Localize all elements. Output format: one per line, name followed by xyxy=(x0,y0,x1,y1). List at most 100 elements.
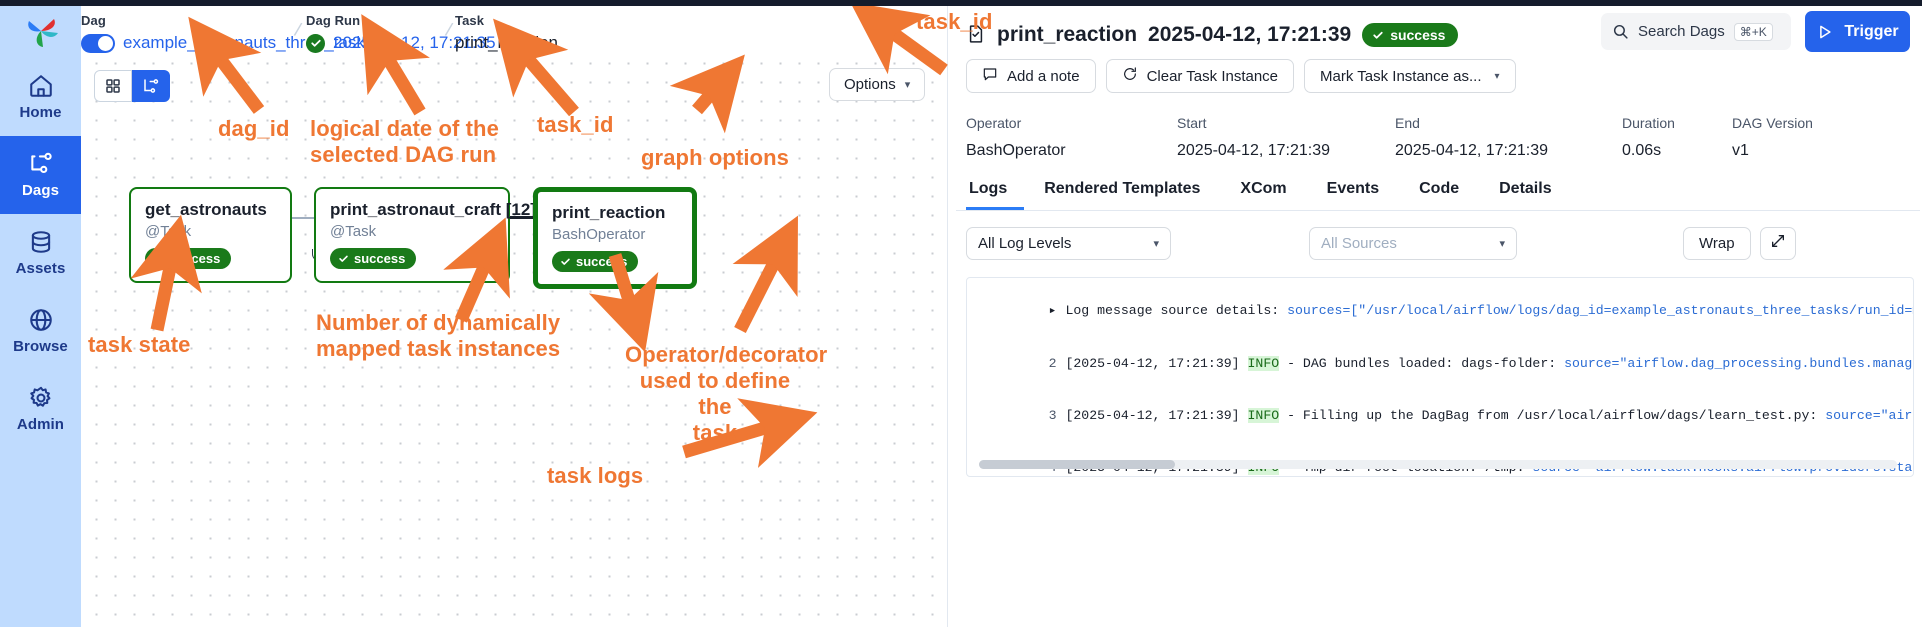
annotation-logical-date: logical date of the selected DAG run xyxy=(310,116,499,167)
mark-task-instance-as-button[interactable]: Mark Task Instance as... ▾ xyxy=(1304,59,1516,93)
grid-view-button[interactable] xyxy=(94,70,132,102)
search-dags-placeholder: Search Dags xyxy=(1638,23,1725,40)
dagrun-success-check-icon xyxy=(306,33,325,53)
chevron-down-icon: ▾ xyxy=(1153,238,1159,250)
home-icon xyxy=(28,73,54,99)
task-instance-doc-icon xyxy=(966,24,986,46)
tab-events[interactable]: Events xyxy=(1326,180,1380,197)
log-line: 3[2025-04-12, 17:21:39] INFO - Filling u… xyxy=(967,389,1913,441)
wrap-button[interactable]: Wrap xyxy=(1683,227,1751,260)
task-node-print-reaction[interactable]: print_reaction BashOperator success xyxy=(533,187,697,289)
clear-task-instance-label: Clear Task Instance xyxy=(1146,67,1279,85)
task-instance-task-id: print_reaction xyxy=(997,23,1138,46)
sidebar-item-admin[interactable]: Admin xyxy=(0,370,81,448)
log-level: INFO xyxy=(1247,355,1280,371)
tab-logs[interactable]: Logs xyxy=(966,180,1025,210)
meta-value-start: 2025-04-12, 17:21:39 xyxy=(1177,142,1331,159)
meta-value-operator: BashOperator xyxy=(966,142,1066,159)
breadcrumb-dag-label: Dag xyxy=(81,13,106,28)
meta-value-end: 2025-04-12, 17:21:39 xyxy=(1395,142,1549,159)
log-message: - DAG bundles loaded: dags-folder: xyxy=(1279,355,1565,371)
log-timestamp: [2025-04-12, 17:21:39] xyxy=(1065,355,1240,371)
add-note-button[interactable]: Add a note xyxy=(966,59,1096,93)
log-scrollbar-thumb[interactable] xyxy=(979,460,1175,469)
add-note-label: Add a note xyxy=(1007,67,1080,85)
meta-label-duration: Duration xyxy=(1622,115,1675,131)
task-node-print-astronaut-craft[interactable]: print_astronaut_craft [12] @Task success xyxy=(314,187,536,283)
globe-icon xyxy=(28,307,54,333)
annotation-operator-decorator: Operator/decorator used to define the ta… xyxy=(625,342,828,445)
task-instance-metadata: Operator Start End Duration DAG Version … xyxy=(956,115,1922,160)
task-instance-run-date: 2025-04-12, 17:21:39 xyxy=(1148,23,1352,46)
panel-divider xyxy=(947,6,948,627)
log-source-select[interactable]: All Sources ▾ xyxy=(1309,227,1517,260)
task-node-subtitle: @Task xyxy=(330,223,377,240)
note-icon xyxy=(982,66,998,86)
task-node-status-label: success xyxy=(576,254,628,269)
annotation-task-id-left: task_id xyxy=(537,112,614,137)
log-level-value: All Log Levels xyxy=(978,235,1072,252)
task-node-status-badge: success xyxy=(330,248,417,269)
chevron-down-icon: ▾ xyxy=(1499,238,1505,250)
graph-options-label: Options xyxy=(844,76,896,93)
expand-logs-button[interactable] xyxy=(1759,227,1796,260)
tab-details[interactable]: Details xyxy=(1499,180,1552,197)
sidebar-item-home[interactable]: Home xyxy=(0,58,81,136)
task-node-status-label: success xyxy=(354,251,406,266)
annotation-graph-options: graph options xyxy=(641,145,789,170)
log-source: source="airflow.models.dag xyxy=(1825,407,1913,423)
annotation-dag-id: dag_id xyxy=(218,116,290,141)
dag-graph-icon xyxy=(28,151,54,177)
trigger-button[interactable]: Trigger xyxy=(1805,11,1910,52)
airflow-pinwheel-logo[interactable] xyxy=(0,6,81,58)
tab-code[interactable]: Code xyxy=(1419,180,1460,197)
task-node-title: print_astronaut_craft [12] xyxy=(330,200,536,219)
clear-task-instance-button[interactable]: Clear Task Instance xyxy=(1105,59,1295,93)
log-horizontal-scrollbar[interactable] xyxy=(979,460,1897,469)
task-node-subtitle: @Task xyxy=(145,223,192,240)
edge-1 xyxy=(292,217,314,219)
sidebar: Home Dags Assets Browse xyxy=(0,0,81,627)
meta-label-start: Start xyxy=(1177,115,1207,131)
dag-pause-toggle[interactable] xyxy=(81,33,115,53)
task-node-status-label: success xyxy=(169,251,221,266)
log-message: Log message source details: xyxy=(1065,303,1288,319)
log-expand-caret-icon[interactable]: ▸ xyxy=(1048,303,1057,319)
sidebar-item-home-label: Home xyxy=(19,104,62,121)
graph-options-button[interactable]: Options ▾ xyxy=(829,68,926,101)
task-node-status-badge: success xyxy=(552,251,639,272)
database-icon xyxy=(28,229,54,255)
task-node-title: get_astronauts xyxy=(145,200,267,219)
trigger-label: Trigger xyxy=(1844,22,1899,40)
meta-value-duration: 0.06s xyxy=(1622,142,1662,159)
search-icon xyxy=(1612,23,1629,40)
log-controls: All Log Levels ▾ All Sources ▾ Wrap xyxy=(956,227,1922,260)
log-level-select[interactable]: All Log Levels ▾ xyxy=(966,227,1171,260)
task-instance-header: print_reaction 2025-04-12, 17:21:39 succ… xyxy=(956,23,1922,47)
annotation-task-state: task state xyxy=(88,332,191,357)
tab-rendered-templates[interactable]: Rendered Templates xyxy=(1044,180,1201,197)
sidebar-item-browse[interactable]: Browse xyxy=(0,292,81,370)
sidebar-item-assets[interactable]: Assets xyxy=(0,214,81,292)
search-shortcut-badge: ⌘+K xyxy=(1733,22,1773,41)
view-switch-group xyxy=(94,70,170,102)
gear-icon xyxy=(28,385,54,411)
log-line-number: 2 xyxy=(1048,355,1057,371)
chevron-down-icon: ▾ xyxy=(1494,70,1500,82)
sidebar-item-dags[interactable]: Dags xyxy=(0,136,81,214)
detail-tabs: Logs Rendered Templates XCom Events Code… xyxy=(956,180,1920,211)
meta-value-dag-version: v1 xyxy=(1732,142,1749,159)
log-line: 2 [2025-04-12, 17:21:39] INFO - DAG bundl… xyxy=(967,337,1913,389)
sidebar-item-admin-label: Admin xyxy=(16,416,65,433)
log-line: ▸Log message source details: sources=["/… xyxy=(967,285,1913,337)
tab-xcom[interactable]: XCom xyxy=(1240,180,1287,197)
sidebar-item-dags-label: Dags xyxy=(21,182,60,199)
meta-label-dag-version: DAG Version xyxy=(1732,115,1813,131)
log-output-panel[interactable]: ▸Log message source details: sources=["/… xyxy=(966,277,1914,477)
search-dags-input[interactable]: Search Dags ⌘+K xyxy=(1601,13,1791,50)
task-instance-actions: Add a note Clear Task Instance Mark Task… xyxy=(956,59,1922,93)
task-node-get-astronauts[interactable]: get_astronauts @Task success xyxy=(129,187,292,283)
log-source-value: All Sources xyxy=(1321,235,1397,252)
graph-view-button[interactable] xyxy=(132,70,170,102)
breadcrumb-task-label: Task xyxy=(455,13,485,28)
